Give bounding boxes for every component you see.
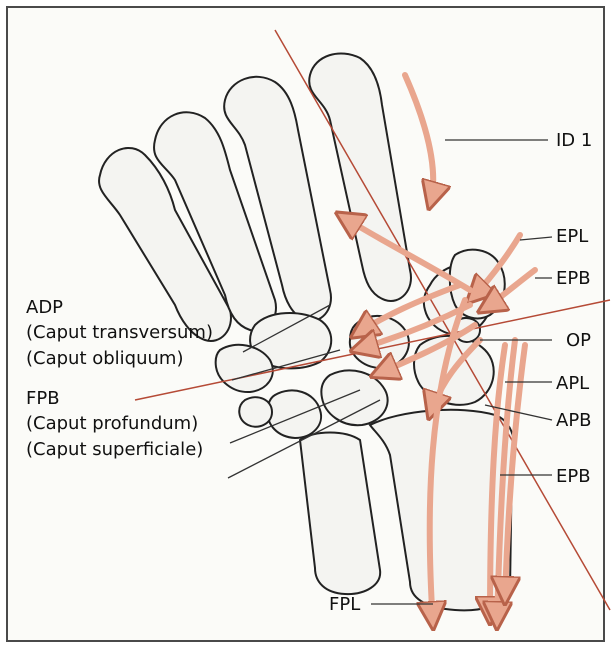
label-caput-superficiale: (Caput superficiale) (26, 439, 203, 461)
label-caput-transversum: (Caput transversum) (26, 322, 213, 344)
label-epb-bottom: EPB (556, 466, 591, 488)
label-epl: EPL (556, 226, 588, 248)
label-adp: ADP (26, 297, 63, 319)
label-caput-profundum: (Caput profundum) (26, 413, 198, 435)
label-apl: APL (556, 373, 589, 395)
label-fpb: FPB (26, 388, 60, 410)
label-id1: ID 1 (556, 130, 592, 152)
label-op: OP (566, 330, 591, 352)
label-fpl: FPL (329, 594, 360, 616)
label-caput-obliquum: (Caput obliquum) (26, 348, 183, 370)
label-epb-top: EPB (556, 268, 591, 290)
label-apb: APB (556, 410, 592, 432)
